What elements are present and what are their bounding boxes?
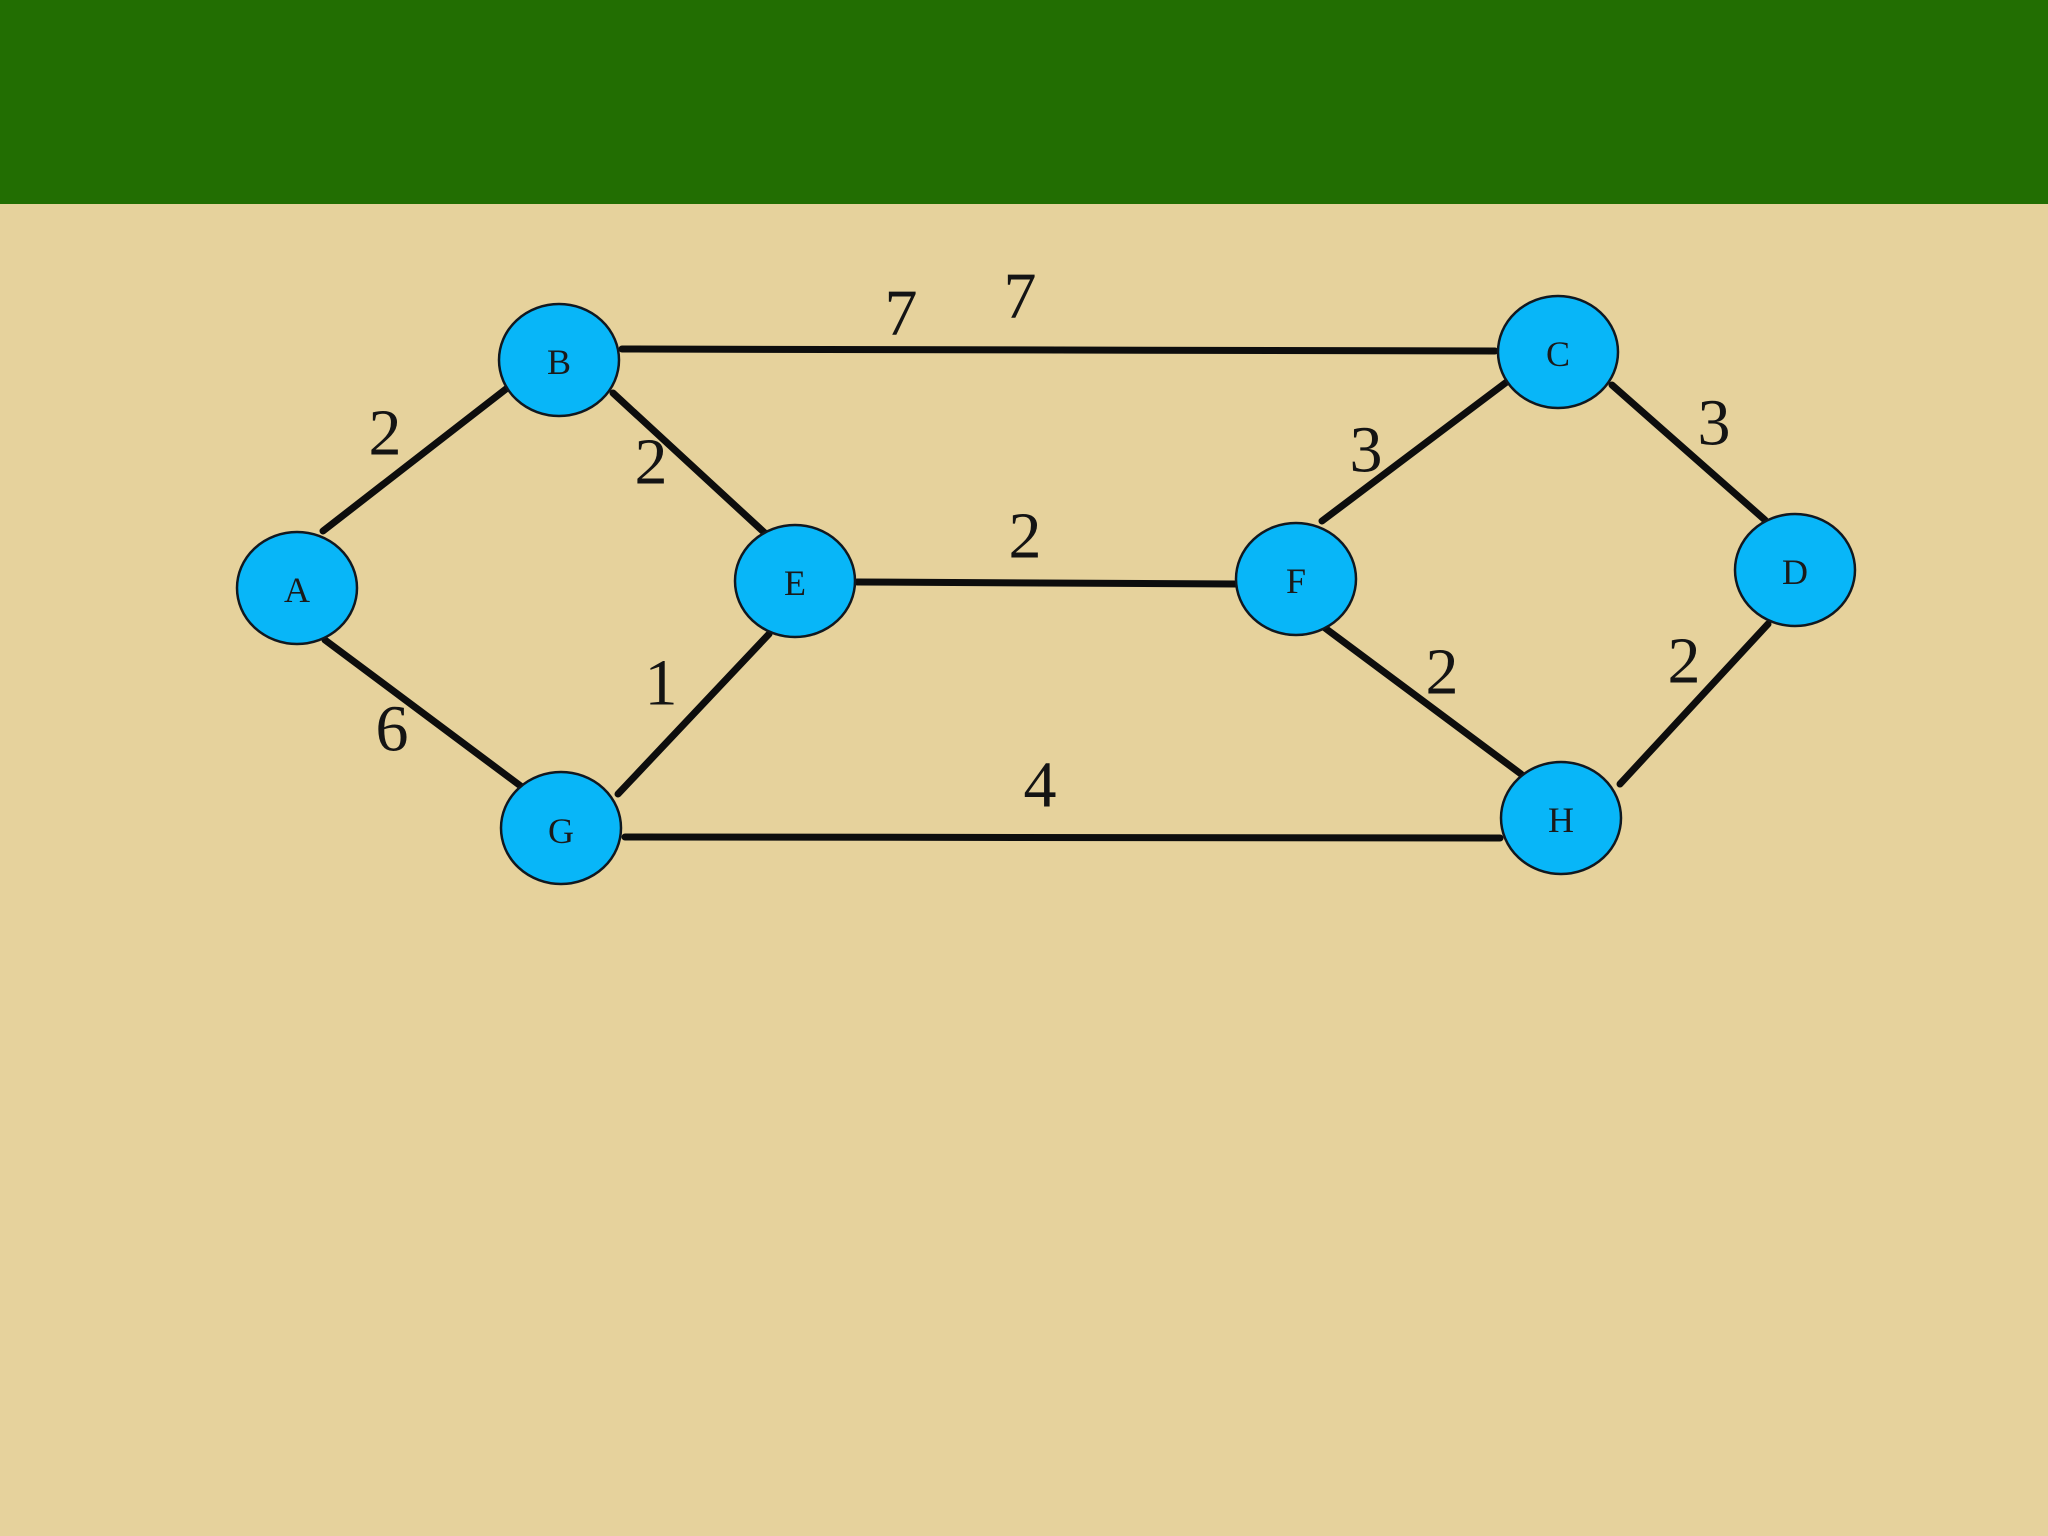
edge-f-c	[1318, 377, 1512, 525]
node-c-label: C	[1546, 334, 1570, 374]
edge-e-g	[614, 630, 773, 798]
weight-e-g: 1	[645, 647, 678, 720]
node-a: A	[235, 530, 359, 646]
node-d: D	[1733, 512, 1857, 628]
edge-e-f	[853, 578, 1241, 588]
node-e-label: E	[784, 563, 806, 603]
edge-b-c	[618, 345, 1499, 355]
node-b-label: B	[547, 342, 571, 382]
node-g-circle	[499, 770, 623, 886]
node-e: E	[733, 523, 857, 639]
node-f-label: F	[1286, 561, 1306, 601]
weight-a-g: 6	[376, 693, 409, 766]
node-a-label: A	[284, 570, 310, 610]
node-d-circle	[1733, 512, 1857, 628]
node-h-circle	[1499, 760, 1623, 876]
weight-a-b: 2	[369, 397, 402, 470]
node-c-circle	[1496, 294, 1620, 410]
edge-c-d	[1608, 381, 1769, 524]
weight-e-f: 2	[1009, 500, 1042, 573]
weight-b-c-extra: 7	[1004, 260, 1037, 333]
node-d-label: D	[1782, 552, 1808, 592]
edge-a-b	[319, 385, 510, 535]
header-band	[0, 0, 2048, 204]
edge-f-h	[1321, 624, 1525, 778]
weight-b-e: 2	[635, 426, 668, 499]
node-f: F	[1234, 521, 1358, 637]
node-a-circle	[235, 530, 359, 646]
node-c: C	[1496, 294, 1620, 410]
weight-b-c: 7	[885, 277, 918, 350]
edge-weights: 2 6 2 7 7 1 2 4 3 2 3 2	[369, 260, 1731, 822]
node-g: G	[499, 770, 623, 886]
weight-f-h: 2	[1426, 636, 1459, 709]
node-b: B	[497, 302, 621, 418]
weight-c-d: 3	[1698, 387, 1731, 460]
nodes: A B E G F C H	[235, 294, 1857, 886]
node-b-circle	[497, 302, 621, 418]
node-h-label: H	[1548, 800, 1574, 840]
edge-g-h	[621, 833, 1504, 842]
node-g-label: G	[548, 811, 574, 851]
node-h: H	[1499, 760, 1623, 876]
weight-f-c: 3	[1350, 414, 1383, 487]
node-f-circle	[1234, 521, 1358, 637]
node-e-circle	[733, 523, 857, 639]
weight-h-d: 2	[1668, 625, 1701, 698]
weight-g-h: 4	[1024, 749, 1057, 822]
edge-a-g	[321, 636, 530, 794]
edges	[319, 345, 1772, 842]
edge-h-d	[1616, 620, 1772, 788]
edge-b-e	[609, 389, 771, 539]
